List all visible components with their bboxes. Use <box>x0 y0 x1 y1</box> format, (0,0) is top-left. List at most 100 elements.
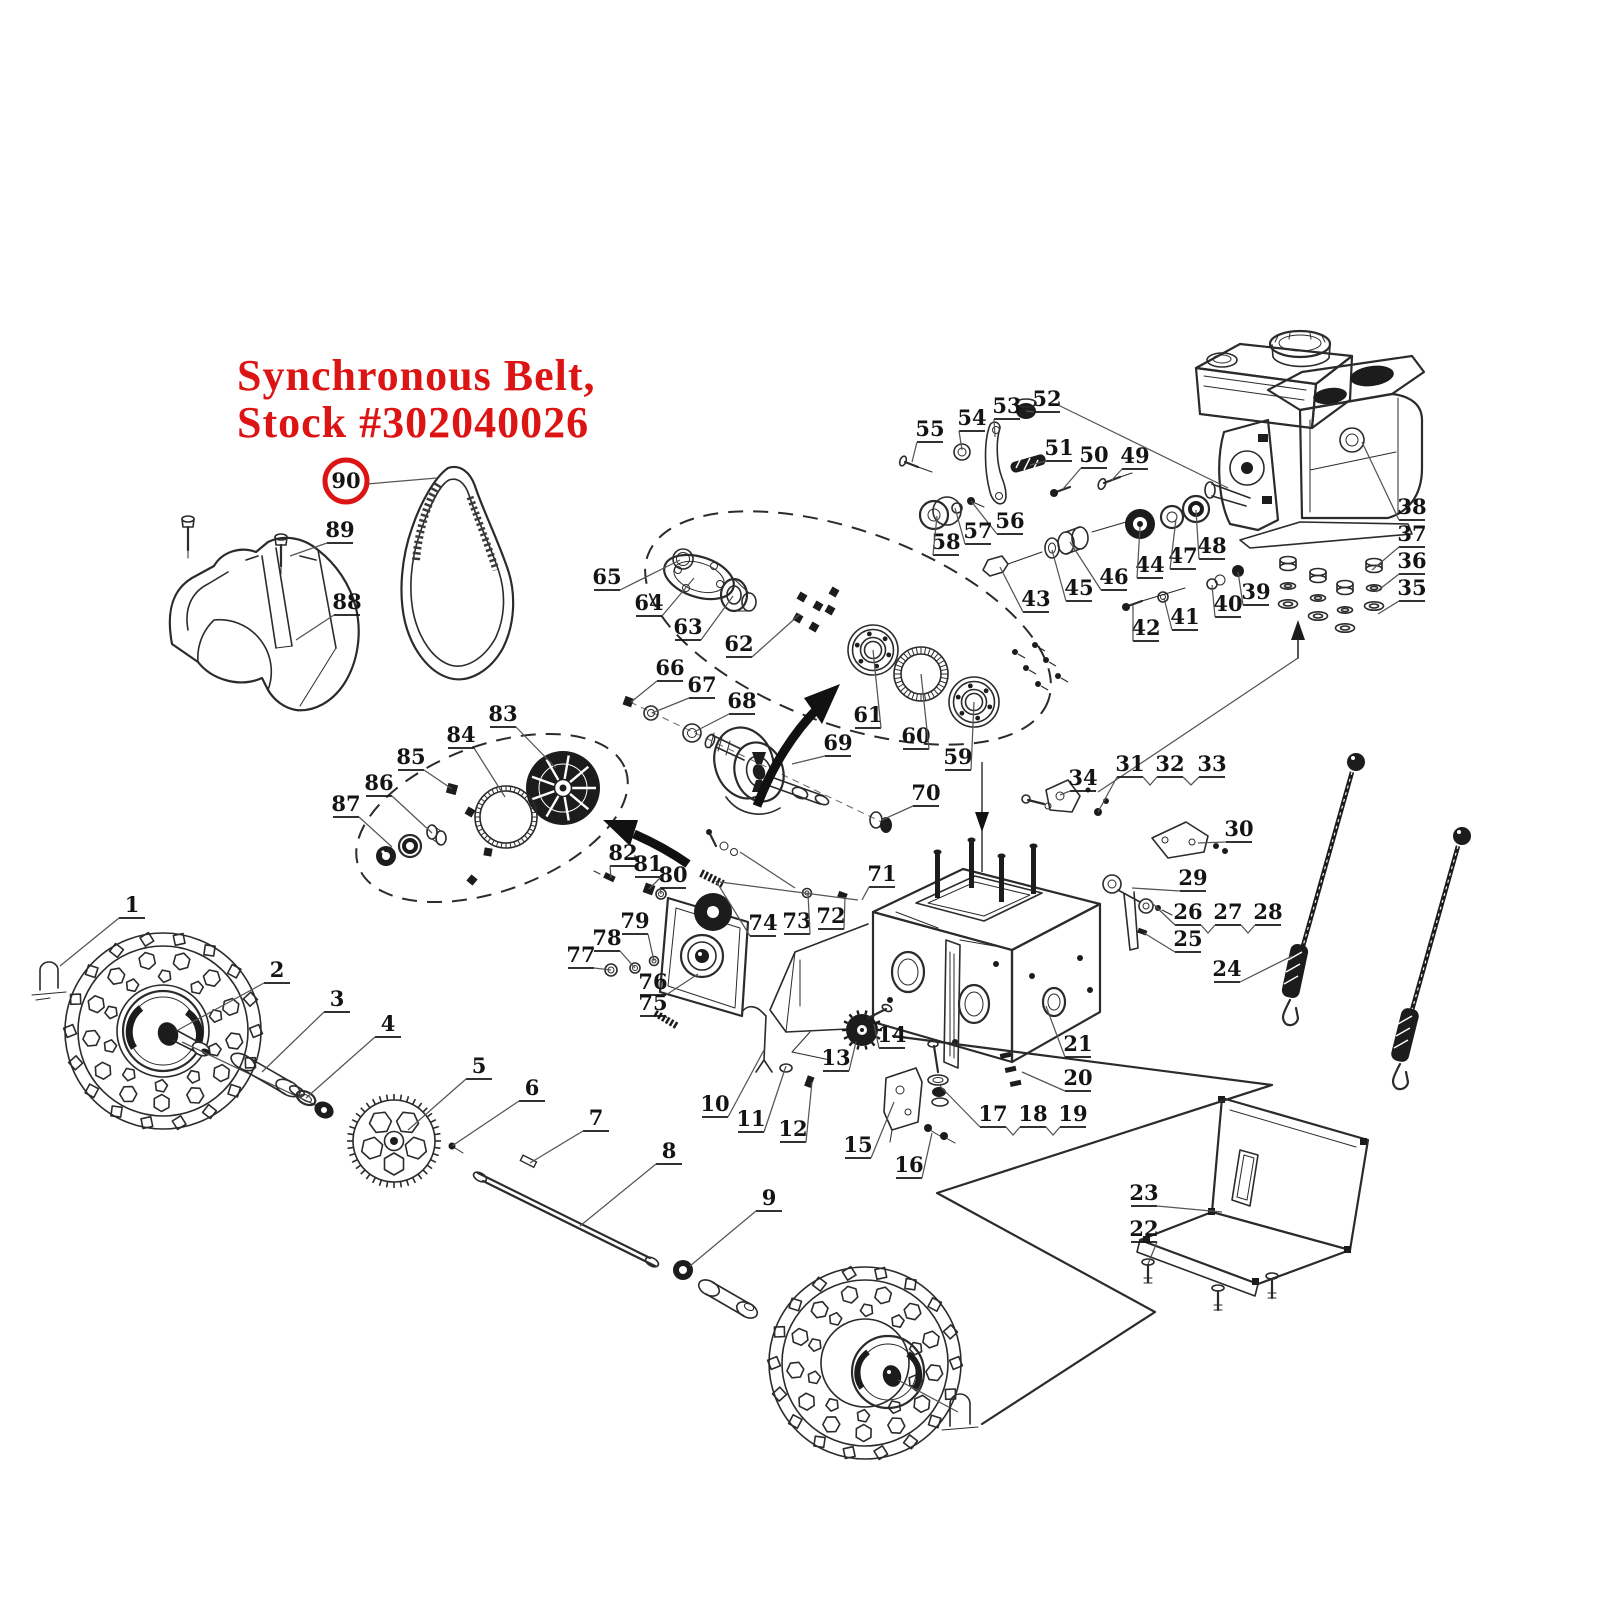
part-label-45: 45 <box>1051 549 1094 602</box>
svg-text:42: 42 <box>1131 615 1160 640</box>
svg-text:78: 78 <box>592 925 621 950</box>
svg-text:67: 67 <box>687 672 716 697</box>
svg-text:14: 14 <box>877 1022 906 1047</box>
part-label-31: 31 <box>1115 751 1145 778</box>
part-label-47: 47 <box>1168 518 1198 570</box>
part-label-50: 50 <box>1062 442 1109 490</box>
svg-text:30: 30 <box>1224 816 1253 841</box>
part-label-43: 43 <box>999 566 1051 613</box>
gear-13 <box>841 1010 882 1050</box>
part-label-25: 25 <box>1143 926 1203 953</box>
svg-text:61: 61 <box>853 702 882 727</box>
svg-text:90: 90 <box>331 468 360 493</box>
part-label-22: 22 <box>1129 1216 1159 1265</box>
screw-89a <box>181 515 195 559</box>
part-label-27: 27 <box>1213 899 1243 926</box>
part-label-5: 5 <box>407 1053 492 1131</box>
svg-text:60: 60 <box>901 723 930 748</box>
part-label-48: 48 <box>1195 509 1227 560</box>
part-label-34: 34 <box>1059 765 1098 796</box>
part-label-88: 88 <box>295 589 362 641</box>
part-label-59: 59 <box>943 701 975 771</box>
front-wheel <box>31 931 264 1131</box>
spring-51 <box>1010 454 1046 473</box>
housing-studs <box>933 837 1038 902</box>
part-label-67: 67 <box>651 672 717 714</box>
part-label-2: 2 <box>177 957 290 1031</box>
part-label-32: 32 <box>1155 751 1185 778</box>
svg-text:23: 23 <box>1129 1180 1158 1205</box>
svg-text:17: 17 <box>978 1101 1007 1126</box>
svg-text:65: 65 <box>592 564 621 589</box>
svg-text:19: 19 <box>1058 1101 1087 1126</box>
svg-text:76: 76 <box>638 969 667 994</box>
svg-text:13: 13 <box>821 1045 850 1070</box>
part-label-13: 13 <box>821 1041 857 1072</box>
svg-text:41: 41 <box>1170 604 1199 629</box>
part-label-14: 14 <box>873 1022 907 1049</box>
part-label-8: 8 <box>579 1138 682 1227</box>
svg-text:66: 66 <box>655 655 684 680</box>
svg-text:79: 79 <box>620 908 649 933</box>
svg-text:54: 54 <box>957 405 986 430</box>
svg-text:71: 71 <box>867 861 896 886</box>
svg-text:37: 37 <box>1397 521 1426 546</box>
part-label-52: 52 <box>1025 386 1062 413</box>
svg-text:85: 85 <box>396 744 425 769</box>
part-label-80: 80 <box>658 862 688 895</box>
svg-text:32: 32 <box>1155 751 1184 776</box>
belt-guard-plate <box>1136 1096 1370 1312</box>
part-label-39: 39 <box>1237 571 1271 606</box>
part-label-89: 89 <box>289 517 355 557</box>
svg-text:73: 73 <box>782 908 811 933</box>
control-rods <box>1281 753 1471 1091</box>
svg-text:21: 21 <box>1063 1031 1092 1056</box>
svg-text:12: 12 <box>778 1116 807 1141</box>
svg-text:38: 38 <box>1397 494 1426 519</box>
hub-screws <box>1012 642 1069 691</box>
part-label-58: 58 <box>931 515 961 556</box>
part-label-46: 46 <box>1069 541 1129 591</box>
part-label-17: 17 <box>978 1101 1008 1128</box>
synchronous-belt <box>400 465 515 681</box>
part-label-33: 33 <box>1197 751 1227 778</box>
svg-text:10: 10 <box>700 1091 729 1116</box>
part-label-16: 16 <box>894 1132 933 1179</box>
rod-24b <box>1391 827 1471 1091</box>
drive-gear-5 <box>347 1094 441 1188</box>
svg-text:64: 64 <box>634 590 663 615</box>
annotation-line1: Synchronous Belt, <box>237 351 596 400</box>
svg-text:33: 33 <box>1197 751 1226 776</box>
part-label-29: 29 <box>1131 865 1208 892</box>
svg-text:26: 26 <box>1173 899 1202 924</box>
svg-text:53: 53 <box>992 393 1021 418</box>
part-label-21: 21 <box>1045 1005 1093 1058</box>
part-label-35: 35 <box>1377 575 1427 615</box>
plate-bolts <box>1141 1258 1279 1312</box>
svg-text:50: 50 <box>1079 442 1108 467</box>
part-label-81: 81 <box>633 851 663 890</box>
svg-text:48: 48 <box>1197 533 1226 558</box>
part-label-84: 84 <box>446 722 506 798</box>
part-label-26: 26 <box>1173 899 1203 926</box>
part-label-28: 28 <box>1253 899 1283 926</box>
part-label-87: 87 <box>331 791 393 848</box>
svg-text:9: 9 <box>762 1185 777 1210</box>
svg-text:74: 74 <box>748 910 777 935</box>
svg-text:15: 15 <box>843 1132 872 1157</box>
svg-text:83: 83 <box>488 701 517 726</box>
part-label-7: 7 <box>529 1105 609 1164</box>
gear-ring-84 <box>474 785 538 849</box>
part-label-10: 10 <box>700 1049 765 1118</box>
shifter-and-gear-parts <box>741 1003 1022 1144</box>
svg-text:46: 46 <box>1099 564 1128 589</box>
svg-text:43: 43 <box>1021 586 1050 611</box>
svg-text:49: 49 <box>1120 443 1149 468</box>
part-label-85: 85 <box>396 744 453 790</box>
output-shaft-assembly <box>622 695 892 833</box>
part-label-65: 65 <box>592 559 681 591</box>
svg-text:80: 80 <box>658 862 687 887</box>
svg-text:59: 59 <box>943 744 972 769</box>
